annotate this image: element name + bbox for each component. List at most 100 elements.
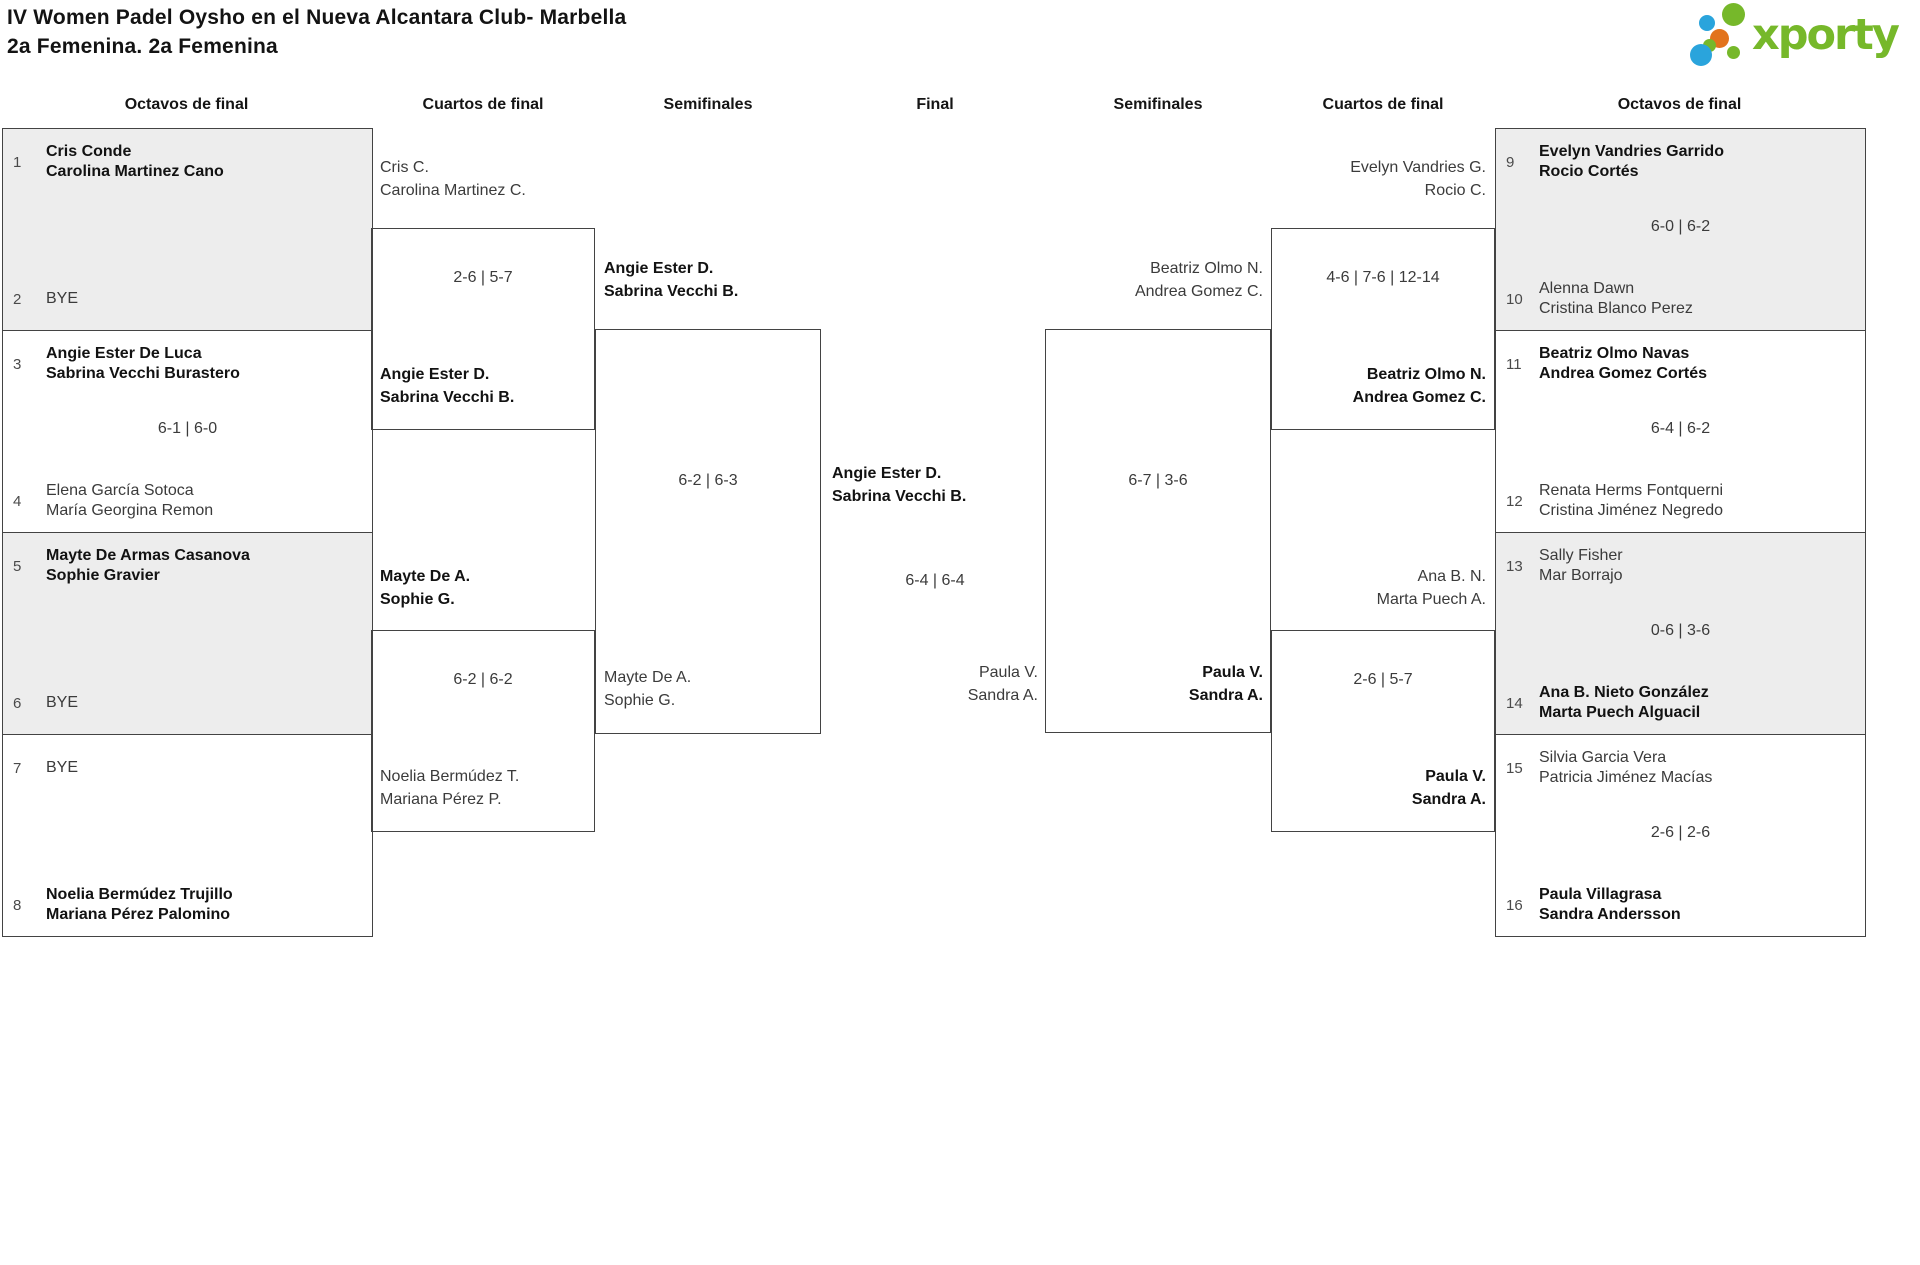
logo-dot-green-small-bottom (1727, 46, 1740, 59)
qf-left-bottom-loser[interactable]: Noelia Bermúdez T. Mariana Pérez P. (380, 765, 595, 811)
team-entry-seed-6[interactable]: 6 BYE (13, 680, 366, 726)
sf-left-score: 6-2 | 6-3 (678, 472, 738, 489)
team-name-line: Carolina Martinez Cano (46, 163, 224, 180)
sf-left-top-team[interactable]: Angie Ester D.Sabrina Vecchi B. (604, 257, 819, 303)
team-entry-seed-7[interactable]: 7 BYE (13, 745, 366, 791)
team-name-line: Alenna Dawn (1539, 280, 1635, 297)
sf-right-score: 6-7 | 3-6 (1128, 472, 1188, 489)
round-header-cuartos-right: Cuartos de final (1322, 96, 1444, 113)
qf-right-bottom-team[interactable]: Ana B. N. Marta Puech A. (1271, 565, 1486, 611)
logo-dot-green-large (1722, 3, 1745, 26)
team-name-line: Paula V. (1425, 768, 1486, 785)
semifinal-box-right (1045, 329, 1271, 733)
team-name-line: Sabrina Vecchi B. (604, 283, 739, 300)
team-name-line: Angie Ester D. (832, 465, 942, 482)
page-title: IV Women Padel Oysho en el Nueva Alcanta… (7, 3, 626, 61)
team-name-line: Sabrina Vecchi Burastero (46, 365, 240, 382)
team-name-line: Mayte De Armas Casanova (46, 547, 250, 564)
qf-right-bottom-winner[interactable]: Paula V. Sandra A. (1271, 765, 1486, 811)
team-name-line: Carolina Martinez C. (380, 182, 526, 199)
team-name-line: Silvia Garcia Vera (1539, 749, 1667, 766)
qf-left-top-score: 2-6 | 5-7 (453, 269, 513, 286)
team-name-line: BYE (46, 290, 79, 307)
round-header-semis-right: Semifinales (1113, 96, 1203, 113)
seed-number: 11 (1506, 355, 1522, 373)
team-name-line: Cris C. (380, 159, 429, 176)
team-name-line: Angie Ester De Luca (46, 345, 202, 362)
team-name-line: Marta Puech A. (1376, 591, 1486, 608)
tournament-name: IV Women Padel Oysho en el Nueva Alcanta… (7, 6, 627, 29)
team-name-line: Sandra A. (967, 687, 1038, 704)
team-name-line: Sandra A. (1188, 687, 1263, 704)
team-name-line: Evelyn Vandries G. (1350, 159, 1486, 176)
team-name-line: Mariana Pérez P. (380, 791, 502, 808)
team-name-line: Sandra Andersson (1539, 906, 1681, 923)
team-name-line: Angie Ester D. (380, 366, 490, 383)
qf-right-top-score: 4-6 | 7-6 | 12-14 (1326, 269, 1440, 286)
team-name-line: Cris Conde (46, 143, 132, 160)
team-name-line: Noelia Bermúdez T. (380, 768, 520, 785)
seed-number: 9 (1506, 153, 1515, 171)
seed-number: 12 (1506, 492, 1523, 510)
team-name-line: Sabrina Vecchi B. (832, 488, 967, 505)
sf-left-bottom-team[interactable]: Mayte De A. Sophie G. (604, 666, 819, 712)
team-name-line: Sally Fisher (1539, 547, 1623, 564)
qf-right-top-winner[interactable]: Beatriz Olmo N.Andrea Gomez C. (1271, 363, 1486, 409)
team-name-line: Marta Puech Alguacil (1539, 704, 1701, 721)
final-runnerup-team[interactable]: Paula V.Sandra A. (823, 661, 1038, 707)
sf-right-top-team[interactable]: Beatriz Olmo N.Andrea Gomez C. (1048, 257, 1263, 303)
qf-left-bottom-team[interactable]: Mayte De A.Sophie G. (380, 565, 595, 611)
qf-left-top-team[interactable]: Cris C. Carolina Martinez C. (380, 156, 595, 202)
round-header-semis-left: Semifinales (663, 96, 753, 113)
final-score: 6-4 | 6-4 (905, 572, 965, 589)
team-name-line: Sophie G. (604, 692, 676, 709)
qf-right-top-team[interactable]: Evelyn Vandries G.Rocio C. (1271, 156, 1486, 202)
team-name-line: Ana B. N. (1417, 568, 1486, 585)
team-name-line: María Georgina Remon (46, 502, 214, 519)
semifinal-box-left (595, 329, 821, 734)
qf-right-bottom-score: 2-6 | 5-7 (1353, 671, 1413, 688)
team-name-line: Mayte De A. (604, 669, 692, 686)
team-name-line: Beatriz Olmo N. (1366, 366, 1486, 383)
team-name-line: Patricia Jiménez Macías (1539, 769, 1713, 786)
seed-number: 2 (13, 290, 22, 308)
final-winner-team[interactable]: Angie Ester D. Sabrina Vecchi B. (832, 462, 1047, 508)
seed-number: 1 (13, 153, 22, 171)
team-name-line: Andrea Gomez C. (1134, 283, 1263, 300)
team-name-line: Mariana Pérez Palomino (46, 906, 231, 923)
team-name-line: Mar Borrajo (1539, 567, 1623, 584)
team-name-line: Mayte De A. (380, 568, 471, 585)
team-name-line: Sophie Gravier (46, 567, 160, 584)
team-name-line: Cristina Jiménez Negredo (1539, 502, 1724, 519)
team-name-line: Sabrina Vecchi B. (380, 389, 515, 406)
sf-right-bottom-team[interactable]: Paula V.Sandra A. (1048, 661, 1263, 707)
seed-number: 7 (13, 759, 22, 777)
team-name-line: Sandra A. (1411, 791, 1486, 808)
match-score: 2-6 | 2-6 (1650, 824, 1711, 841)
round-header-octavos-right: Octavos de final (1617, 96, 1742, 113)
xporty-logo[interactable]: xporty (1688, 0, 1914, 70)
team-entry-seed-2[interactable]: 2 BYE (13, 276, 366, 322)
qf-left-top-winner[interactable]: Angie Ester D. Sabrina Vecchi B. (380, 363, 595, 409)
round-header-octavos-left: Octavos de final (124, 96, 249, 113)
